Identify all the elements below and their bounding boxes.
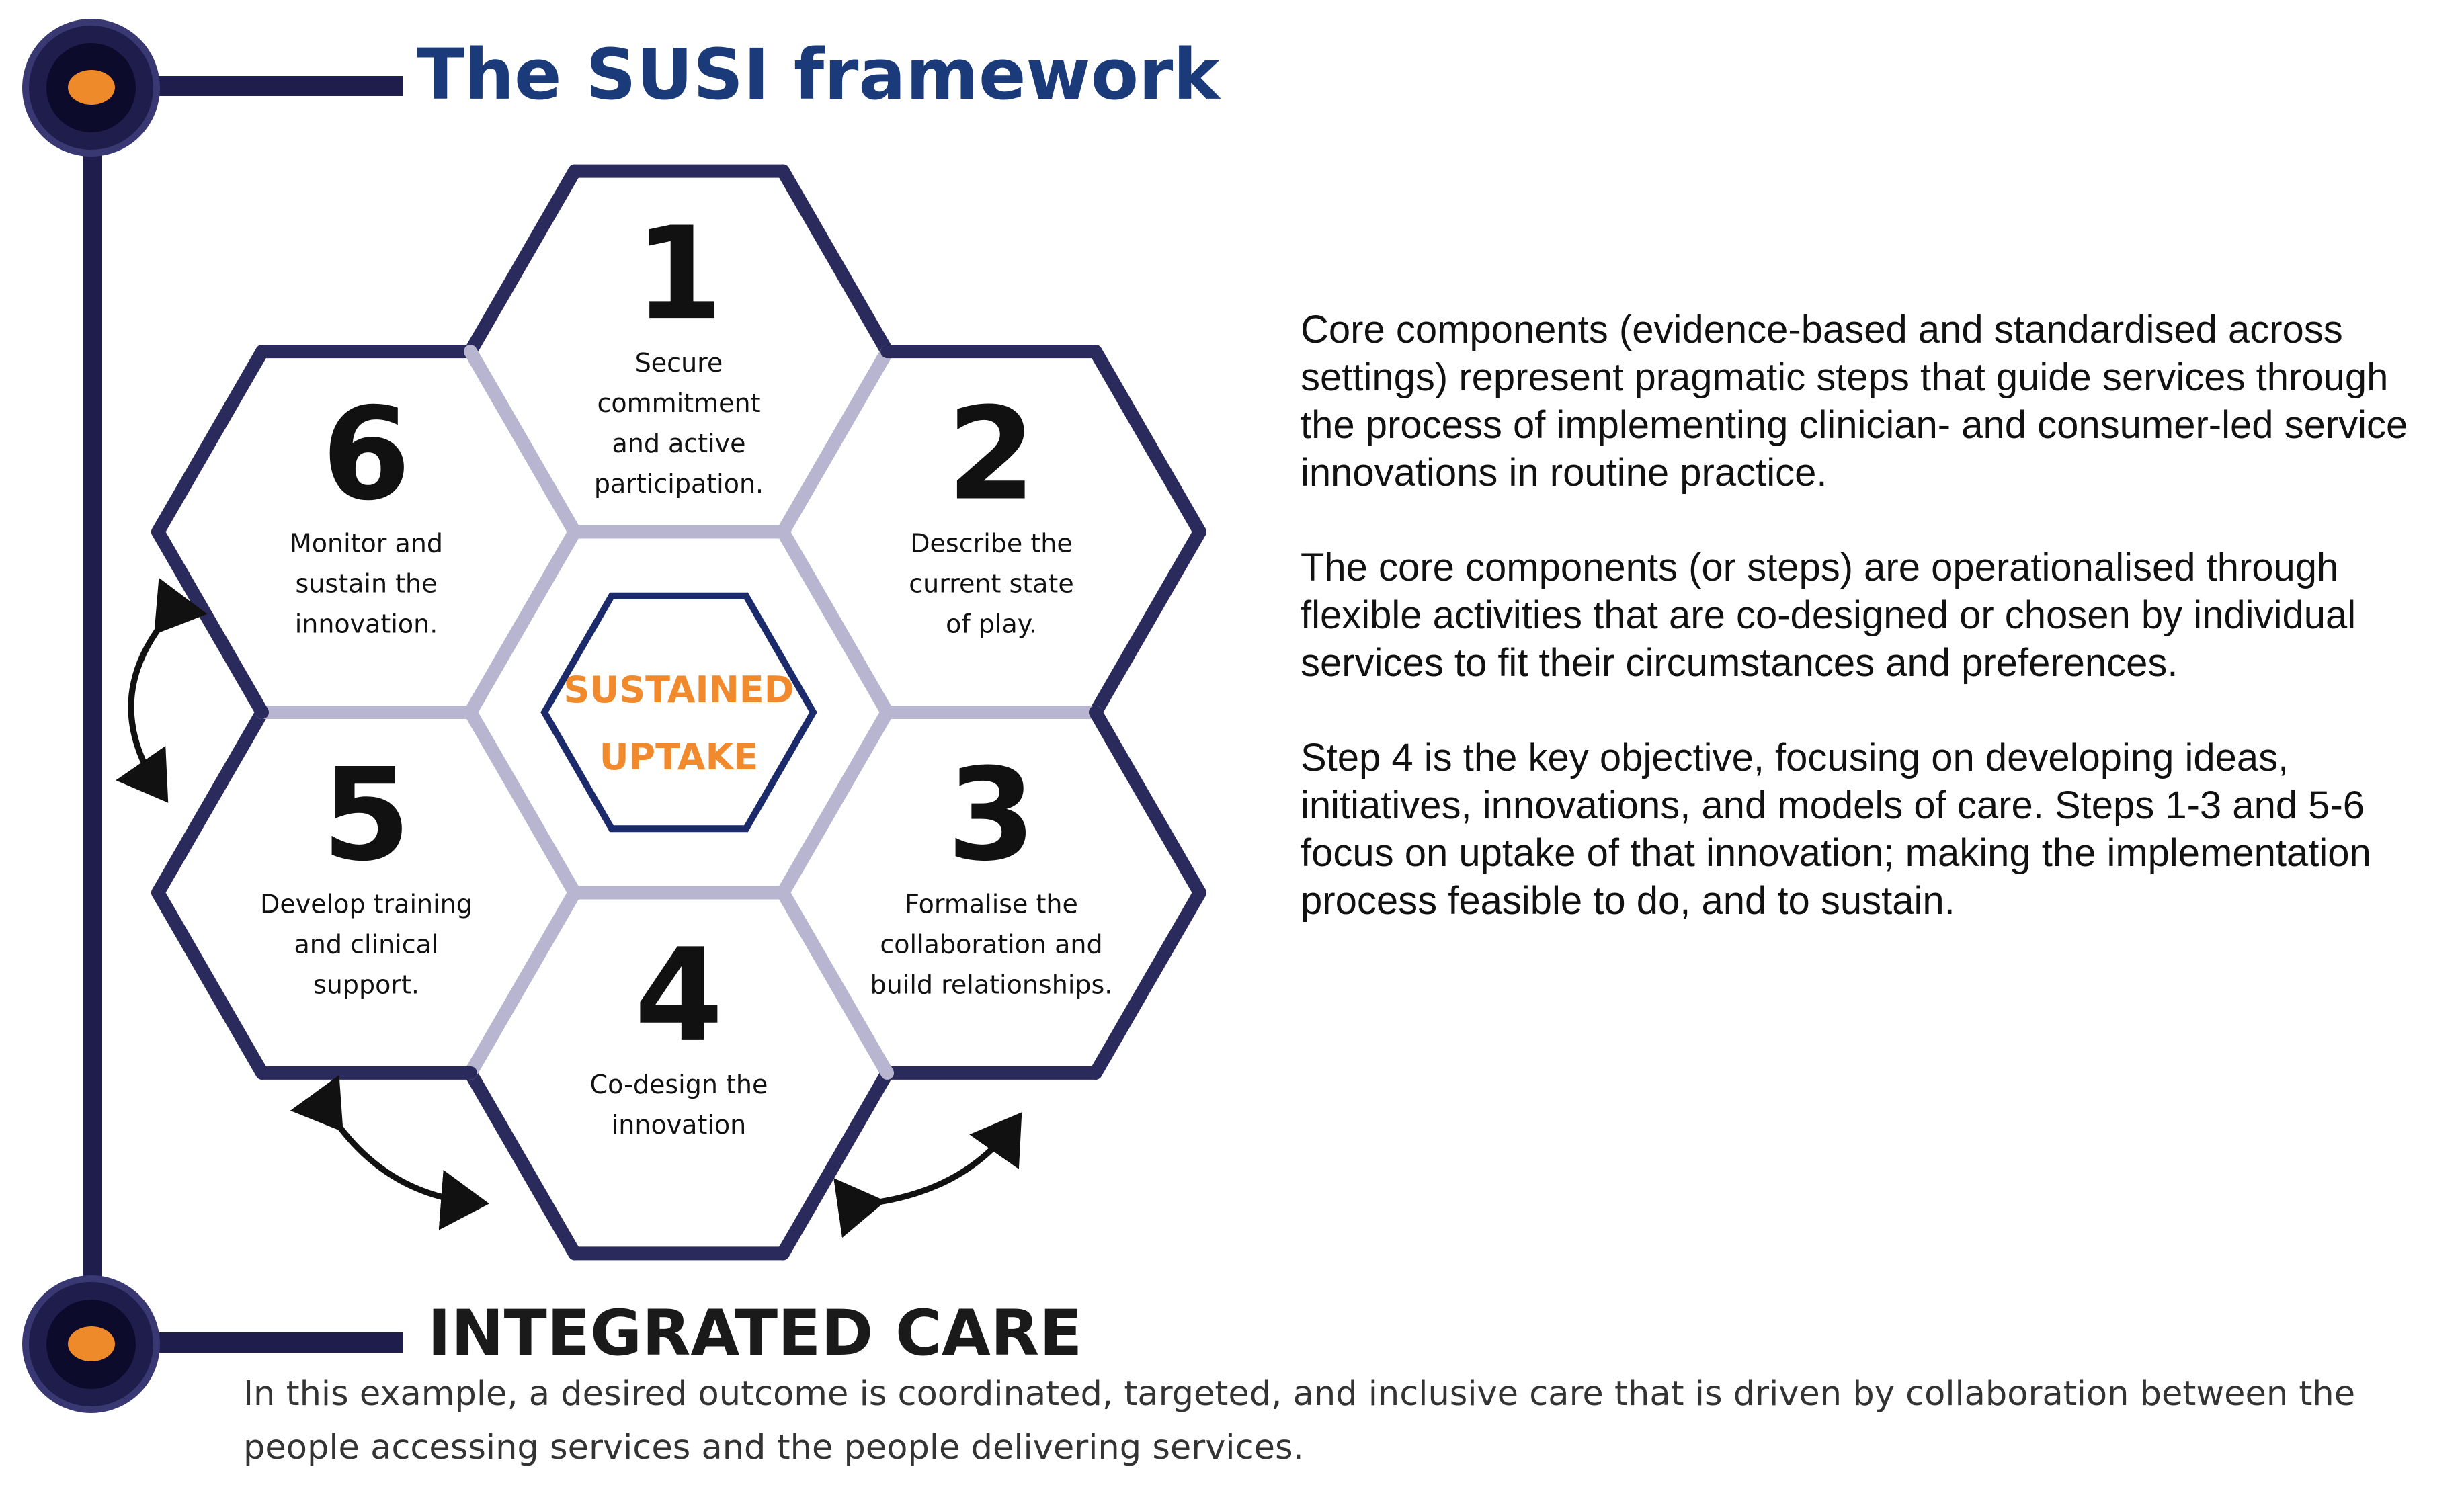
hexagon-edge (1089, 525, 1206, 719)
cycle-arrow-left (116, 577, 208, 803)
cycle-arrow-bottom-left (290, 1074, 489, 1230)
step-label-line: and clinical (294, 929, 439, 959)
step-label-line: Secure (635, 348, 723, 378)
step-label-line: participation. (594, 469, 764, 499)
step-label-line: commitment (597, 388, 760, 418)
hexagon-edge (151, 706, 269, 900)
hexagon-edge (776, 345, 894, 539)
page-title: The SUSI framework (417, 34, 1220, 116)
step-number: 1 (634, 200, 723, 348)
center-label-line1: SUSTAINED (563, 669, 794, 711)
hexagon-edge (151, 525, 269, 719)
step-label-line: of play. (946, 609, 1037, 639)
center-hexagon: SUSTAINED UPTAKE (540, 592, 817, 833)
description-paragraph-1: Core components (evidence-based and stan… (1301, 308, 2408, 495)
integrated-care-connector-line (155, 1332, 403, 1353)
hexagon-edge (464, 345, 581, 539)
step-label-line: innovation (612, 1110, 747, 1140)
step-label-line: support. (313, 970, 419, 999)
step-label-line: Formalise the (905, 889, 1078, 919)
hexagon-step-4: 4Co-design the innovation (464, 886, 894, 1261)
hexagon-edge (151, 886, 269, 1080)
step-number: 3 (947, 740, 1036, 889)
step-label-line: and active (612, 429, 745, 458)
step-label-line: sustain the (296, 569, 438, 599)
hexagon-edge (776, 525, 894, 719)
integrated-care-description: In this example, a desired outcome is co… (243, 1374, 2356, 1468)
description-paragraph-3: Step 4 is the key objective, focusing on… (1301, 736, 2371, 923)
step-number: 2 (947, 380, 1036, 529)
description-paragraph-2: The core components (or steps) are opera… (1301, 546, 2356, 685)
step-label-line: innovation. (295, 609, 438, 639)
hexagon-edge (464, 886, 581, 1080)
hexagon-edge (1089, 886, 1206, 1080)
bottom-node-icon (22, 1275, 160, 1413)
hexagon-edge (464, 1066, 581, 1261)
hexagon-edge (1089, 706, 1206, 900)
step-label-line: Co-design the (590, 1070, 768, 1099)
top-node-icon (22, 19, 160, 157)
hexagon-edge (151, 345, 269, 539)
hexagon-edge (776, 164, 894, 359)
description-panel: Core components (evidence-based and stan… (1301, 306, 2443, 972)
step-number: 5 (322, 740, 411, 889)
hexagon-edge (464, 164, 581, 359)
hexagon-edge (776, 1066, 894, 1261)
timeline-rail (83, 141, 102, 1324)
step-label-line: collaboration and (880, 929, 1102, 959)
step-label-line: Monitor and (290, 529, 443, 558)
step-label-line: build relationships. (870, 970, 1113, 999)
step-label-line: Describe the (910, 529, 1072, 558)
hexagon-edge (776, 886, 894, 1080)
hexagon-edge (776, 706, 894, 900)
cycle-arrow-bottom-right (833, 1112, 1022, 1238)
step-number: 6 (322, 380, 411, 529)
title-connector-line (155, 76, 403, 96)
integrated-care-title: INTEGRATED CARE (427, 1297, 1083, 1370)
step-label-line: current state (909, 569, 1073, 599)
hexagon-edge (464, 706, 581, 900)
center-label-line2: UPTAKE (600, 736, 759, 778)
hexagon-edge (1089, 345, 1206, 539)
hexagon-edge (464, 525, 581, 719)
step-label-line: Develop training (260, 889, 473, 919)
step-number: 4 (634, 921, 723, 1070)
